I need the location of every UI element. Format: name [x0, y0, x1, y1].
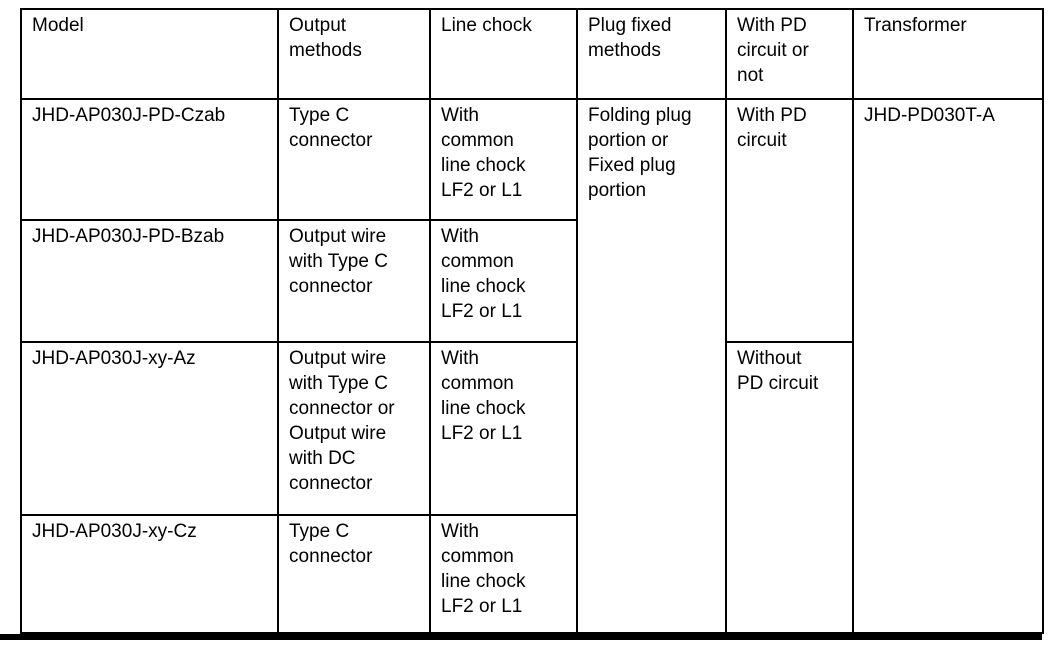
header-model: Model	[20, 8, 279, 100]
cell-model-row3: JHD-AP030J-xy-Az	[20, 341, 279, 516]
cell-output-method-row3: Output wire with Type C connector or Out…	[277, 341, 431, 516]
header-line-chock: Line chock	[429, 8, 578, 100]
cell-model-row1: JHD-AP030J-PD-Czab	[20, 98, 279, 221]
cell-without-pd-circuit: Without PD circuit	[725, 341, 854, 634]
header-plug-fixed-methods: Plug fixed methods	[576, 8, 727, 100]
table-row: JHD-AP030J-xy-Cz Type C connector With c…	[20, 514, 1043, 634]
table-row: JHD-AP030J-PD-Bzab Output wire with Type…	[20, 219, 1043, 343]
cell-line-chock-row2: With common line chock LF2 or L1	[429, 219, 578, 343]
cell-model-row2: JHD-AP030J-PD-Bzab	[20, 219, 279, 343]
cell-plug-fixed-methods: Folding plug portion or Fixed plug porti…	[576, 98, 727, 634]
table-row: JHD-AP030J-PD-Czab Type C connector With…	[20, 98, 1044, 634]
table-header-row: Model Output methods Line chock Plug fix…	[20, 8, 1044, 100]
cell-output-method-row4: Type C connector	[277, 514, 431, 634]
cell-line-chock-row3: With common line chock LF2 or L1	[429, 341, 578, 516]
cell-output-method-row1: Type C connector	[277, 98, 431, 221]
header-output-methods: Output methods	[277, 8, 431, 100]
header-with-pd-circuit-or-not: With PD circuit or not	[725, 8, 854, 100]
product-spec-table: Model Output methods Line chock Plug fix…	[20, 8, 1044, 634]
header-transformer: Transformer	[852, 8, 1044, 100]
cell-line-chock-row4: With common line chock LF2 or L1	[429, 514, 578, 634]
cell-output-method-row2: Output wire with Type C connector	[277, 219, 431, 343]
table-row: JHD-AP030J-xy-Az Output wire with Type C…	[20, 341, 1043, 634]
cell-line-chock-row1: With common line chock LF2 or L1	[429, 98, 578, 221]
page-bottom-rule	[0, 634, 1042, 640]
cell-model-row4: JHD-AP030J-xy-Cz	[20, 514, 279, 634]
cell-with-pd-circuit: With PD circuit	[725, 98, 854, 343]
cell-transformer: JHD-PD030T-A	[852, 98, 1044, 634]
